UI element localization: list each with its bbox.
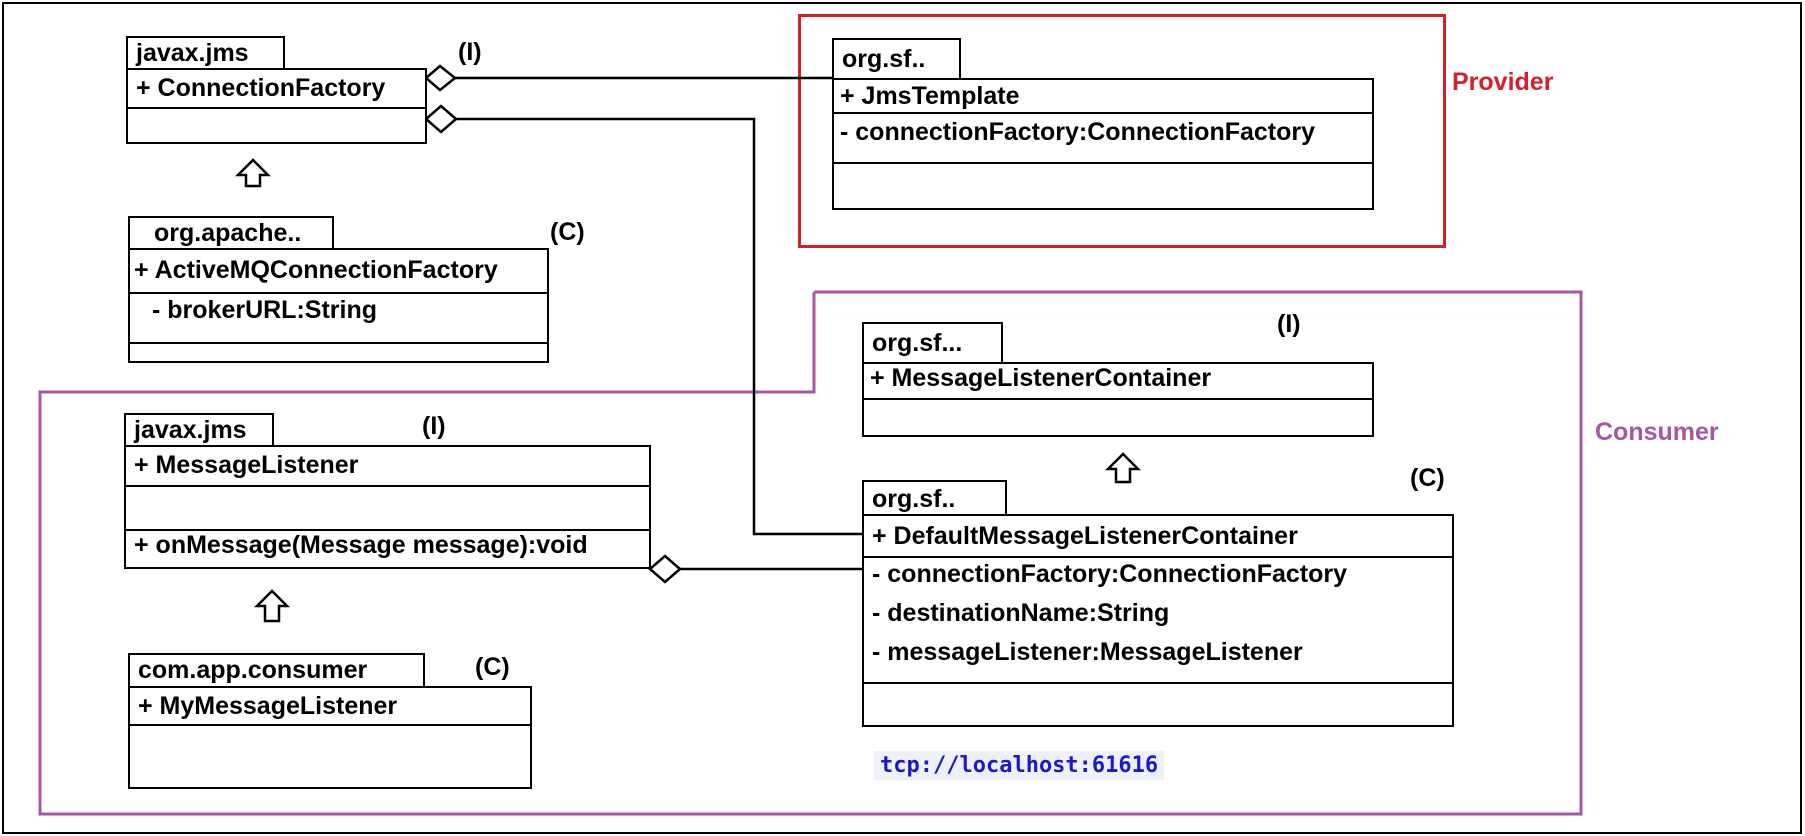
jms-template-divider-2 xyxy=(834,162,1372,164)
inheritance-arrow-dmlc xyxy=(1104,452,1142,484)
connection-factory-tag: (I) xyxy=(458,38,482,66)
consumer-label: Consumer xyxy=(1595,418,1719,446)
activemq-name: + ActiveMQConnectionFactory xyxy=(134,256,498,284)
jms-template-divider-1 xyxy=(834,112,1372,114)
aggregation-diamond-jmstemplate xyxy=(424,64,458,92)
dmlc-divider-2 xyxy=(864,682,1452,684)
message-listener-name: + MessageListener xyxy=(134,451,359,479)
my-message-listener-name: + MyMessageListener xyxy=(138,692,398,720)
mlc-divider xyxy=(864,398,1372,400)
activemq-tag: (C) xyxy=(550,218,585,246)
connection-factory-package: javax.jms xyxy=(126,36,285,70)
mlc-class: + MessageListenerContainer xyxy=(862,362,1374,437)
connection-factory-class: + ConnectionFactory xyxy=(126,68,427,144)
dmlc-attr-connection-factory: - connectionFactory:ConnectionFactory xyxy=(872,560,1348,588)
message-listener-tag: (I) xyxy=(422,412,446,440)
connection-factory-name: + ConnectionFactory xyxy=(136,74,386,102)
message-listener-package: javax.jms xyxy=(124,413,274,447)
connection-factory-divider xyxy=(128,107,425,109)
activemq-package: org.apache.. xyxy=(128,216,334,250)
my-message-listener-divider xyxy=(130,724,530,726)
aggregation-diamond-dmlc xyxy=(424,104,458,134)
broker-url-label: tcp://localhost:61616 xyxy=(874,751,1165,780)
activemq-divider-1 xyxy=(130,292,547,294)
activemq-class: + ActiveMQConnectionFactory - brokerURL:… xyxy=(128,248,549,363)
mlc-name: + MessageListenerContainer xyxy=(870,364,1212,392)
message-listener-divider-2 xyxy=(126,529,649,531)
mlc-package: org.sf... xyxy=(862,322,1003,364)
message-listener-class: + MessageListener + onMessage(Message me… xyxy=(124,445,651,569)
provider-region xyxy=(798,14,1446,248)
dmlc-package: org.sf.. xyxy=(862,480,1007,516)
provider-label: Provider xyxy=(1452,68,1554,96)
aggregation-diamond-listener xyxy=(648,554,682,584)
my-message-listener-tag: (C) xyxy=(475,653,510,681)
dmlc-attr-message-listener: - messageListener:MessageListener xyxy=(872,638,1303,666)
my-message-listener-package: com.app.consumer xyxy=(128,653,425,688)
dmlc-tag: (C) xyxy=(1410,464,1445,492)
dmlc-divider-1 xyxy=(864,556,1452,558)
dmlc-class: + DefaultMessageListenerContainer - conn… xyxy=(862,514,1454,727)
inheritance-arrow-activemq xyxy=(234,158,272,188)
activemq-attr-broker-url: - brokerURL:String xyxy=(152,296,377,324)
jms-template-attr-connection-factory: - connectionFactory:ConnectionFactory xyxy=(840,118,1316,146)
mlc-tag: (I) xyxy=(1277,310,1301,338)
jms-template-class: + JmsTemplate - connectionFactory:Connec… xyxy=(832,78,1374,210)
jms-template-name: + JmsTemplate xyxy=(840,82,1020,110)
my-message-listener-class: + MyMessageListener xyxy=(128,686,532,789)
jms-template-package: org.sf.. xyxy=(832,38,961,80)
activemq-divider-2 xyxy=(130,342,547,344)
message-listener-method-on-message: + onMessage(Message message):void xyxy=(134,531,588,559)
inheritance-arrow-mymessagelistener xyxy=(253,589,291,623)
dmlc-attr-destination-name: - destinationName:String xyxy=(872,599,1170,627)
aggregation-line-dmlc xyxy=(456,117,863,536)
dmlc-name: + DefaultMessageListenerContainer xyxy=(872,522,1298,550)
message-listener-divider-1 xyxy=(126,485,649,487)
